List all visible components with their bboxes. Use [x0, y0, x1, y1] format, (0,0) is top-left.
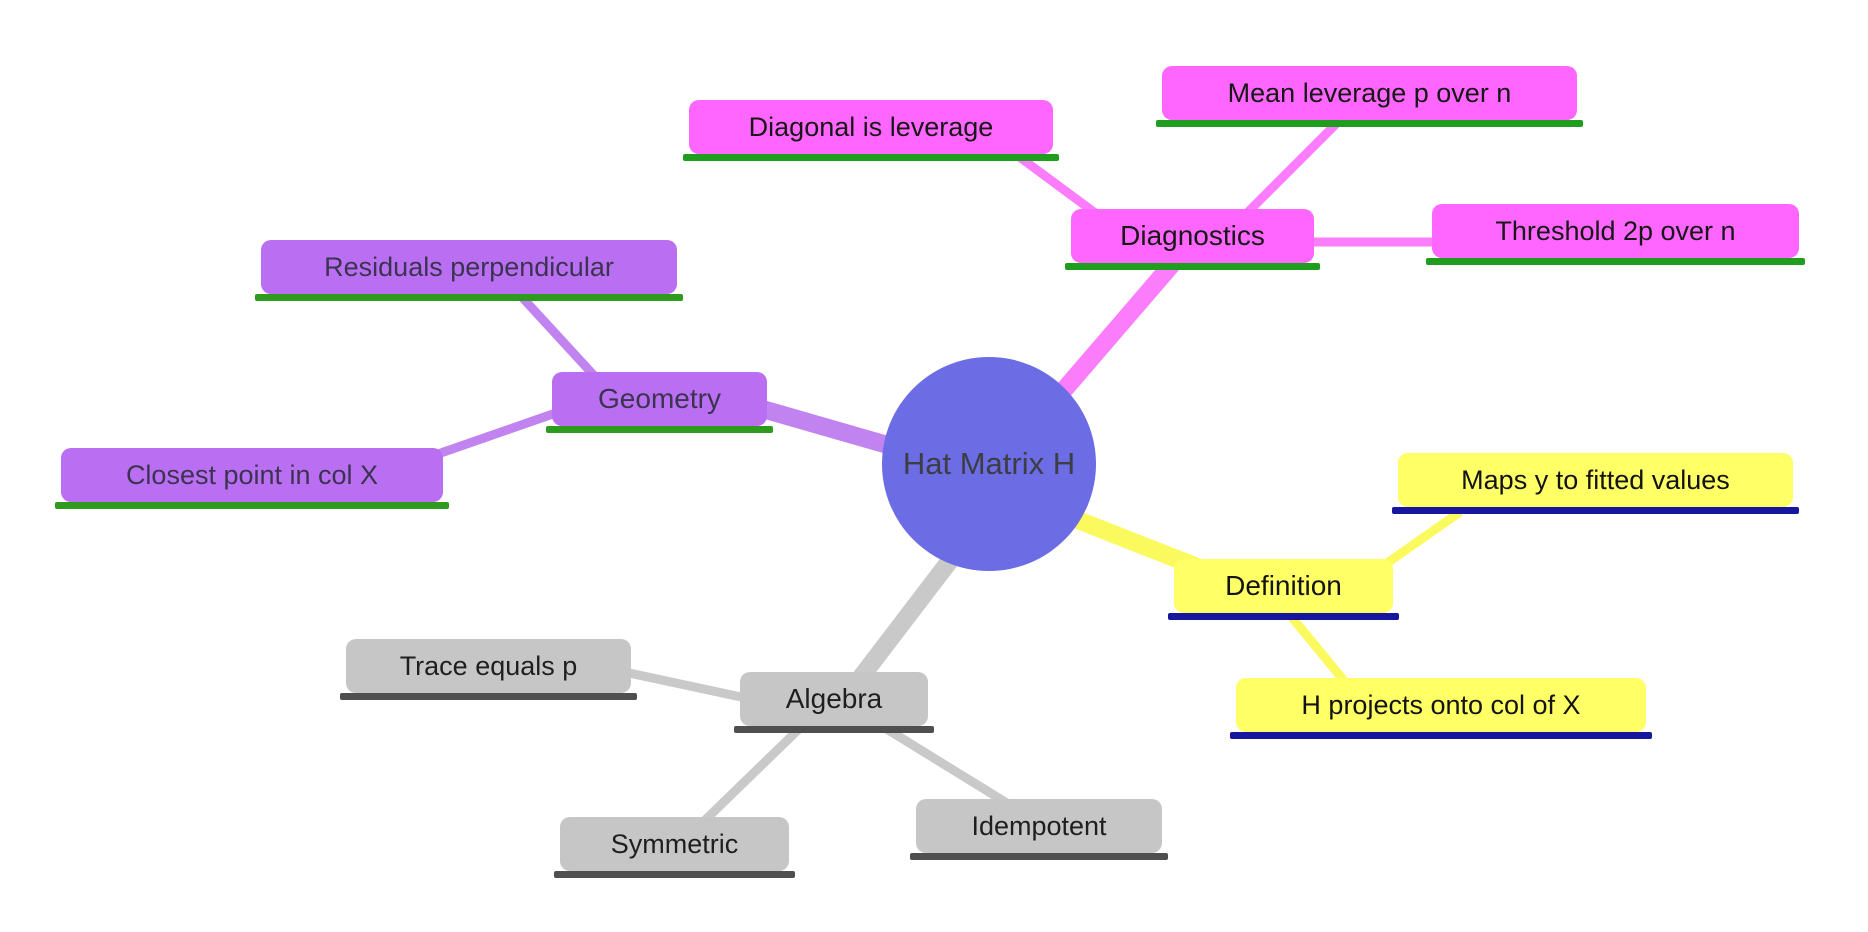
edge-algebra-symmetric: [696, 724, 804, 829]
edge-algebra-idempotent: [882, 724, 1013, 809]
edge-root-algebra: [847, 544, 966, 691]
child-node-trace-equals-p[interactable]: Trace equals p: [340, 639, 637, 700]
root-label: Hat Matrix H: [902, 446, 1076, 481]
child-node-h-projects[interactable]: H projects onto col of X: [1230, 678, 1652, 739]
node-underline: [1168, 613, 1399, 620]
branch-label: Algebra: [785, 683, 883, 714]
branch-label: Definition: [1225, 570, 1342, 601]
child-label: Mean leverage p over n: [1227, 77, 1512, 108]
child-label: Maps y to fitted values: [1461, 464, 1730, 495]
child-node-residuals-perpendicular[interactable]: Residuals perpendicular: [255, 240, 683, 301]
node-underline: [1156, 120, 1583, 127]
node-underline: [1065, 263, 1320, 270]
branch-node-algebra[interactable]: Algebra: [734, 672, 934, 733]
branch-label: Diagnostics: [1120, 220, 1265, 251]
child-node-maps-y-fitted[interactable]: Maps y to fitted values: [1392, 453, 1799, 514]
node-underline: [1392, 507, 1799, 514]
node-underline: [340, 693, 637, 700]
child-node-symmetric[interactable]: Symmetric: [554, 817, 795, 878]
node-underline: [683, 154, 1059, 161]
child-label: Diagonal is leverage: [748, 111, 994, 142]
child-node-mean-leverage[interactable]: Mean leverage p over n: [1156, 66, 1583, 127]
root-node-hat-matrix[interactable]: Hat Matrix H: [882, 357, 1096, 571]
branch-node-geometry[interactable]: Geometry: [546, 372, 773, 433]
branch-label: Geometry: [598, 383, 721, 414]
child-label: Closest point in col X: [125, 459, 379, 490]
child-node-idempotent[interactable]: Idempotent: [910, 799, 1168, 860]
branch-node-definition[interactable]: Definition: [1168, 559, 1399, 620]
node-underline: [554, 871, 795, 878]
node-underline: [1426, 258, 1805, 265]
child-label: H projects onto col of X: [1301, 689, 1581, 720]
node-underline: [910, 853, 1168, 860]
child-node-threshold[interactable]: Threshold 2p over n: [1426, 204, 1805, 265]
child-node-closest-point[interactable]: Closest point in col X: [55, 448, 449, 509]
child-node-diagonal-is-leverage[interactable]: Diagonal is leverage: [683, 100, 1059, 161]
child-label: Idempotent: [971, 810, 1107, 841]
child-label: Threshold 2p over n: [1495, 215, 1736, 246]
node-underline: [546, 426, 773, 433]
node-underline: [55, 502, 449, 509]
child-label: Trace equals p: [399, 650, 578, 681]
node-underline: [1230, 732, 1652, 739]
edge-geometry-residuals: [516, 291, 604, 386]
node-underline: [734, 726, 934, 733]
child-label: Residuals perpendicular: [324, 251, 614, 282]
child-label: Symmetric: [610, 828, 739, 859]
node-underline: [255, 294, 683, 301]
branch-node-diagnostics[interactable]: Diagnostics: [1065, 209, 1320, 270]
